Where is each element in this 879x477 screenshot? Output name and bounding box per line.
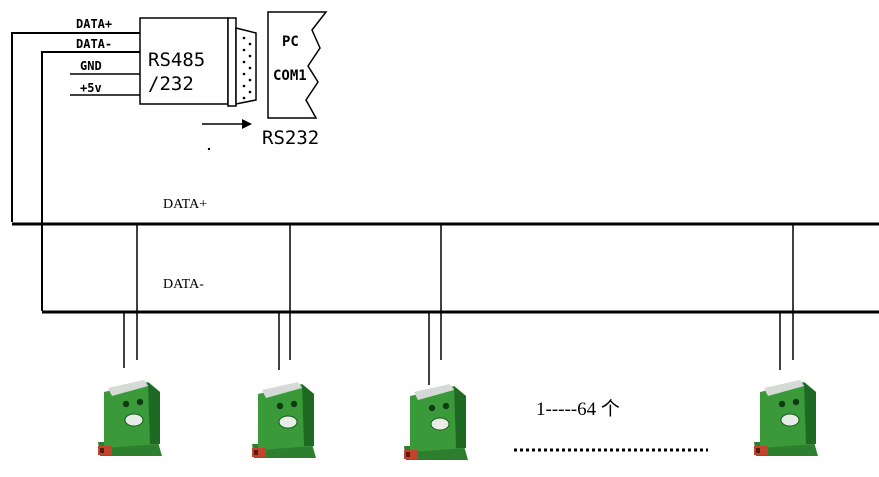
converter-title-line2: /232 [148,73,194,95]
pc-label: PC [282,34,299,50]
pc-com1-box [267,11,328,119]
device-3 [403,383,469,461]
device-2 [251,381,317,459]
data-minus-bus-label: DATA- [163,277,204,292]
device-1 [97,379,163,457]
com1-label: COM1 [273,68,307,84]
pin-label-data-plus: DATA+ [76,17,112,31]
pin-label-data-minus: DATA- [76,37,112,51]
data-plus-bus-label: DATA+ [163,197,207,212]
db9-connector [227,17,257,107]
converter-title-line1: RS485 [148,49,205,71]
device-count-label: 1-----64 个 [536,398,620,420]
rs232-label: RS232 [262,127,319,149]
device-4 [753,379,819,457]
pin-leads [70,32,140,96]
device-drops [123,224,794,385]
stray-dot [207,147,211,151]
rs485-converter-box [139,17,229,105]
pin-label-gnd: GND [80,59,102,73]
direction-arrow [202,119,252,129]
pin-label-5v: +5v [80,81,102,95]
data-plus-trunk [11,32,140,222]
